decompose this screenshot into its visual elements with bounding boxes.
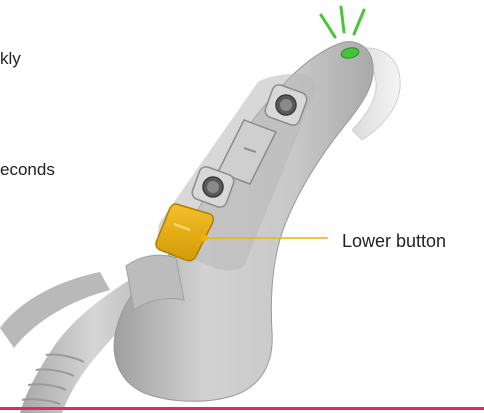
accent-divider (0, 407, 484, 410)
lower-button-callout-label: Lower button (342, 231, 446, 252)
indicator-rays-icon (321, 7, 364, 37)
